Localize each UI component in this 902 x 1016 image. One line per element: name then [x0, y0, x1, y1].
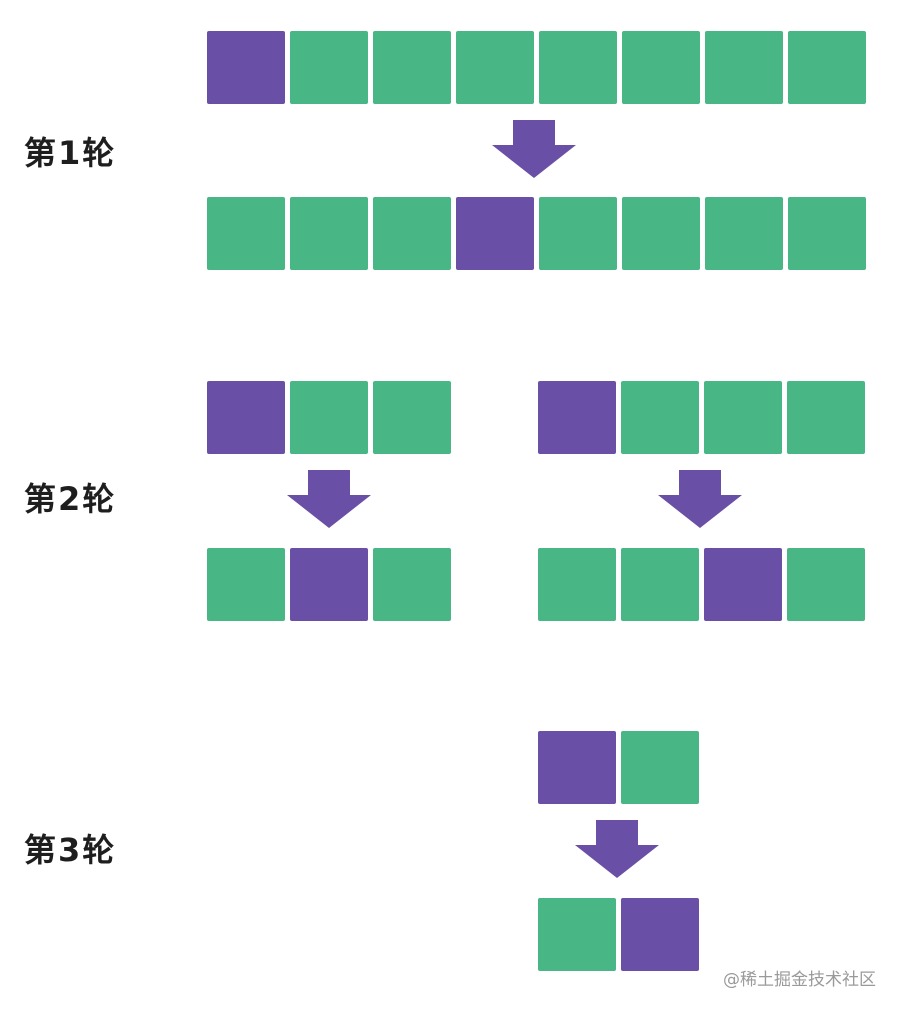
- down-arrow-icon: [287, 470, 371, 528]
- pivot-cell-r3-g1-before-1: [538, 731, 616, 804]
- element-cell-r1-g1-before-2: [290, 31, 368, 104]
- round-1-label: 第1轮: [24, 134, 117, 172]
- element-cell-r2-g2-after-4: [787, 548, 865, 621]
- element-cell-r1-g1-before-3: [373, 31, 451, 104]
- down-arrow-icon: [492, 120, 576, 178]
- element-cell-r2-g1-before-3: [373, 381, 451, 454]
- pivot-cell-r2-g1-after-2: [290, 548, 368, 621]
- down-arrow-icon: [575, 820, 659, 878]
- element-cell-r2-g2-after-1: [538, 548, 616, 621]
- pivot-cell-r2-g2-after-3: [704, 548, 782, 621]
- pivot-cell-r1-g1-after-4: [456, 197, 534, 270]
- element-cell-r2-g1-after-1: [207, 548, 285, 621]
- element-cell-r1-g1-after-3: [373, 197, 451, 270]
- element-cell-r1-g1-before-4: [456, 31, 534, 104]
- element-cell-r2-g2-before-3: [704, 381, 782, 454]
- element-cell-r2-g1-after-3: [373, 548, 451, 621]
- element-cell-r1-g1-before-8: [788, 31, 866, 104]
- element-cell-r3-g1-before-2: [621, 731, 699, 804]
- pivot-cell-r3-g1-after-2: [621, 898, 699, 971]
- round-2-label: 第2轮: [24, 480, 117, 518]
- pivot-cell-r1-g1-before-1: [207, 31, 285, 104]
- round-3-label: 第3轮: [24, 831, 117, 869]
- element-cell-r2-g1-before-2: [290, 381, 368, 454]
- pivot-cell-r2-g1-before-1: [207, 381, 285, 454]
- element-cell-r1-g1-before-6: [622, 31, 700, 104]
- element-cell-r1-g1-after-7: [705, 197, 783, 270]
- element-cell-r1-g1-after-5: [539, 197, 617, 270]
- element-cell-r1-g1-before-5: [539, 31, 617, 104]
- down-arrow-icon: [658, 470, 742, 528]
- element-cell-r1-g1-after-8: [788, 197, 866, 270]
- element-cell-r3-g1-after-1: [538, 898, 616, 971]
- element-cell-r1-g1-before-7: [705, 31, 783, 104]
- element-cell-r2-g2-after-2: [621, 548, 699, 621]
- element-cell-r2-g2-before-4: [787, 381, 865, 454]
- pivot-cell-r2-g2-before-1: [538, 381, 616, 454]
- element-cell-r1-g1-after-2: [290, 197, 368, 270]
- element-cell-r1-g1-after-1: [207, 197, 285, 270]
- element-cell-r2-g2-before-2: [621, 381, 699, 454]
- watermark: @稀土掘金技术社区: [723, 970, 876, 990]
- element-cell-r1-g1-after-6: [622, 197, 700, 270]
